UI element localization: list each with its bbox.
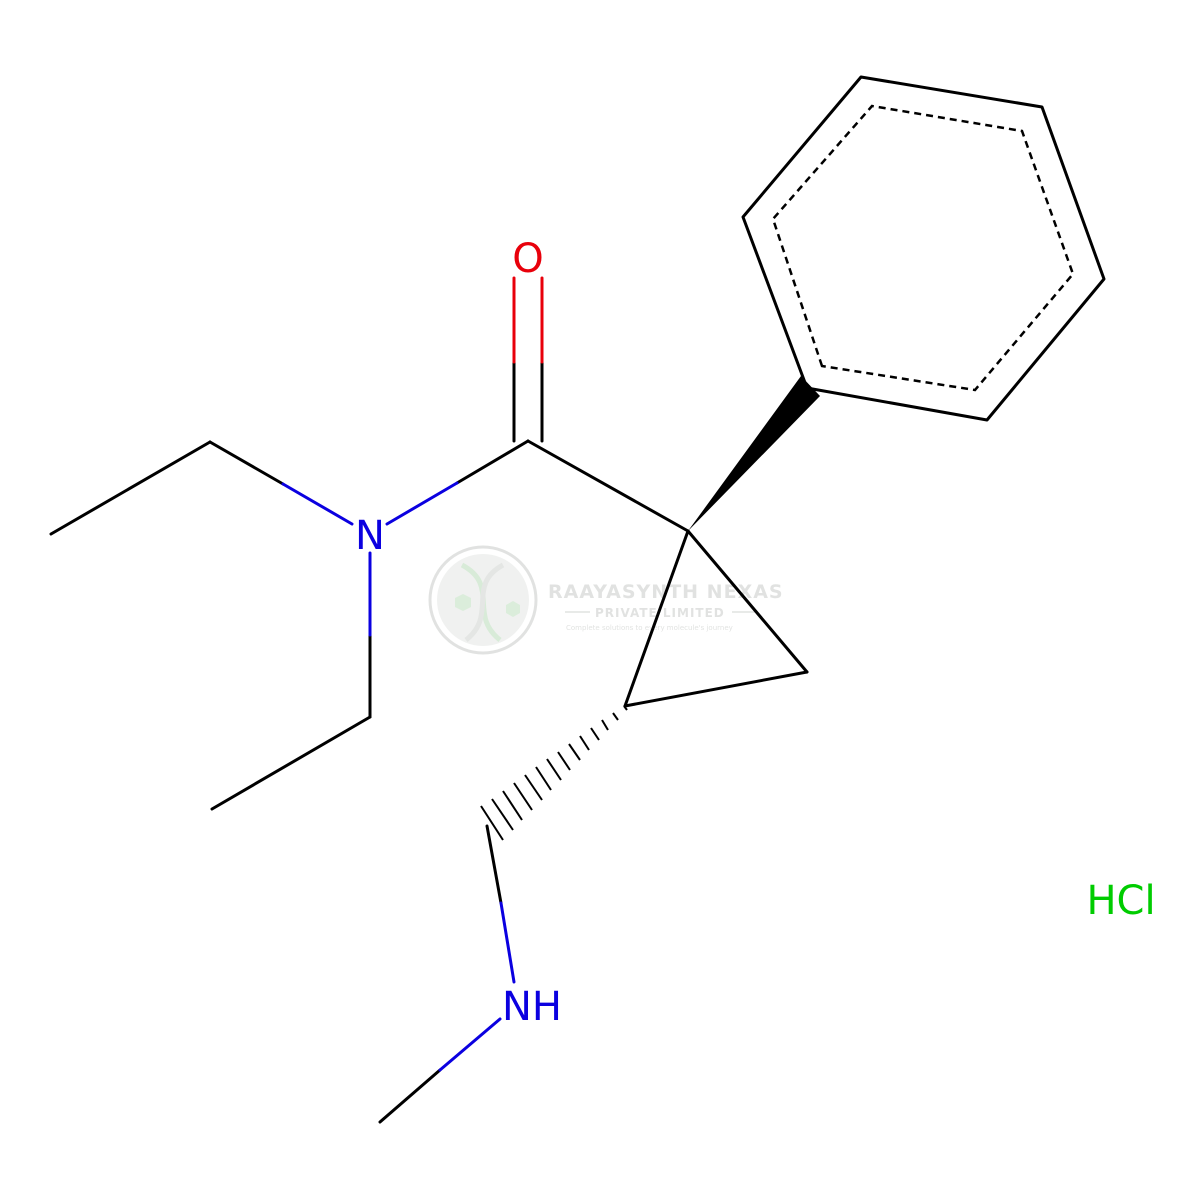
watermark-tagline: Complete solutions to every molecule's j… — [566, 624, 733, 632]
bond-ring-3 — [623, 529, 690, 708]
bond-ethyl2-ch3 — [210, 715, 372, 811]
atom-label-amide-nitrogen: N — [355, 513, 385, 559]
bond-ethyl1-ch2 — [208, 440, 285, 486]
bond-nh-ch3 — [378, 1068, 442, 1124]
atom-label-amine-nitrogen: NH — [502, 984, 562, 1030]
bond-ethyl1-ch3 — [49, 440, 212, 536]
carbon-bonds — [49, 75, 1106, 1124]
nitrogen-bonds — [281, 481, 516, 1072]
counterion-label-hcl: HCl — [1086, 878, 1155, 924]
bond-ch2-nh — [485, 824, 503, 905]
bond-n-carbonyl — [455, 439, 530, 485]
hash-bond-ch2 — [480, 705, 628, 841]
watermark: RAAYASYNTH NEXAS PRIVATE LIMITED Complet… — [428, 545, 783, 655]
bond-ring-2 — [623, 670, 809, 708]
bond-ring-1 — [686, 529, 809, 674]
benzene-ring — [741, 75, 1106, 422]
bond-carbonyl-cq — [526, 439, 690, 533]
carbonyl-oxygen-bonds — [512, 276, 544, 364]
watermark-logo-icon — [428, 545, 538, 655]
atom-label-oxygen: O — [512, 236, 543, 282]
wedge-bond-phenyl — [688, 376, 820, 531]
aromatic-dashes — [771, 104, 1075, 392]
